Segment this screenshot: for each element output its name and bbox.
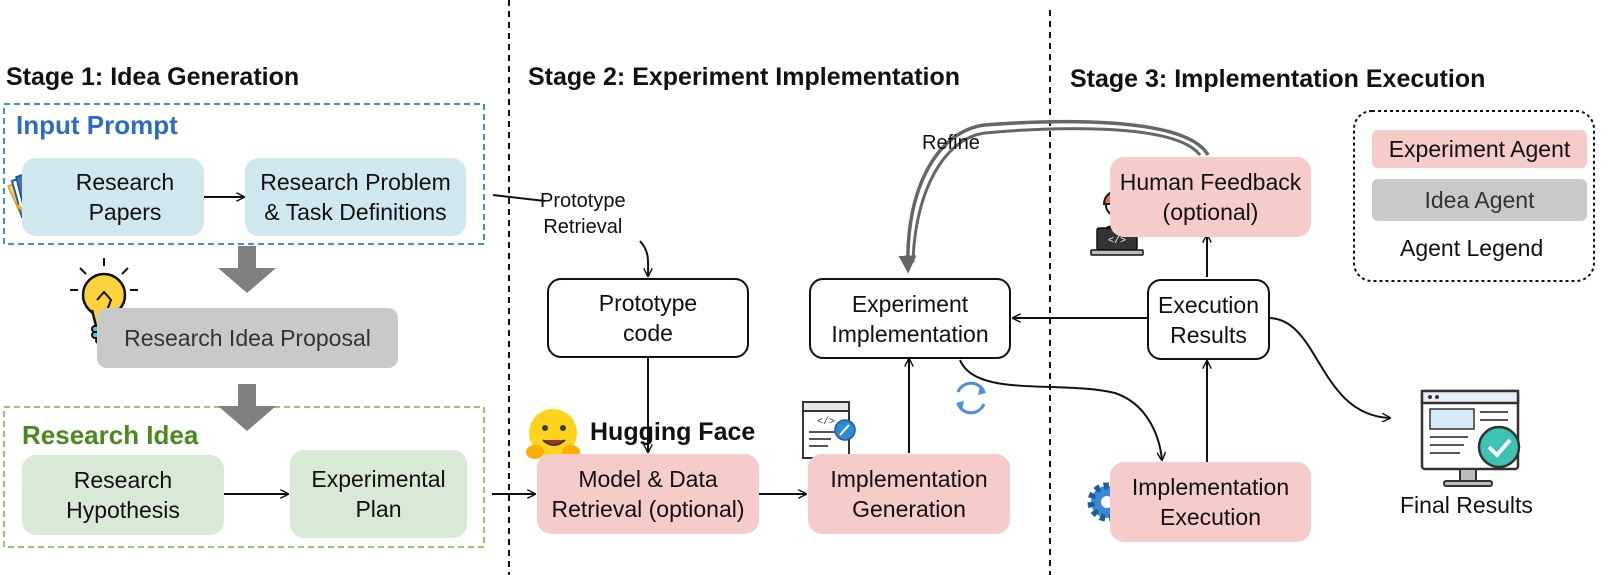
svg-text:</>: </>: [1108, 235, 1126, 247]
gray-down-arrow-2: [218, 384, 276, 431]
legend-experiment-agent-label: Experiment Agent: [1388, 136, 1571, 162]
stage-1-title: Stage 1: Idea Generation: [6, 63, 300, 91]
research-idea-proposal-node: Research Idea Proposal: [97, 308, 398, 368]
prototype-retrieval-label: Prototype Retrieval: [540, 188, 626, 240]
research-idea-title: Research Idea: [22, 420, 199, 450]
legend-experiment-agent: Experiment Agent: [1372, 130, 1587, 168]
prototype-code-line-2: code: [623, 320, 673, 346]
hypothesis-line-1: Research: [73, 467, 173, 493]
arrow-retrieval-to-prototype: [639, 240, 648, 276]
research-papers-line-1: Research: [75, 169, 175, 195]
research-problem-line-1: Research Problem: [260, 169, 451, 195]
impl-execution-line-1: Implementation: [1131, 474, 1290, 500]
research-papers-node: Research Papers: [22, 158, 204, 236]
refine-label: Refine: [922, 132, 980, 154]
execution-results-line-1: Execution: [1157, 291, 1259, 318]
legend-idea-agent: Idea Agent: [1372, 179, 1587, 221]
prototype-retrieval-line-1: Prototype: [540, 190, 626, 212]
hugging-face-logo-text: Hugging Face: [590, 418, 756, 446]
impl-generation-line-1: Implementation: [830, 466, 988, 492]
input-prompt-title: Input Prompt: [16, 110, 178, 140]
research-idea-proposal-label: Research Idea Proposal: [124, 325, 371, 351]
arrow-prototype-retrieval: [492, 194, 546, 202]
model-retrieval-line-2: Retrieval (optional): [551, 496, 745, 522]
gray-down-arrow-1: [218, 246, 276, 293]
refresh-icon: [956, 381, 986, 415]
research-hypothesis-node: Research Hypothesis: [22, 455, 224, 535]
experimental-plan-node: Experimental Plan: [290, 450, 467, 538]
refine-loop-arrow: [898, 119, 1210, 274]
model-retrieval-line-1: Model & Data: [578, 466, 718, 492]
experiment-impl-line-2: Implementation: [831, 320, 989, 347]
legend-title: Agent Legend: [1400, 235, 1544, 261]
svg-text:</>: </>: [817, 416, 835, 428]
implementation-generation-node: Implementation Generation: [808, 454, 1010, 534]
prototype-code-line-1: Prototype: [598, 290, 698, 316]
implementation-execution-node: Implementation Execution: [1110, 462, 1311, 542]
human-feedback-line-1: Human Feedback: [1119, 169, 1302, 195]
execution-results-line-2: Results: [1170, 321, 1247, 348]
human-feedback-node: Human Feedback (optional): [1110, 157, 1311, 237]
plan-line-1: Experimental: [311, 466, 446, 492]
monitor-report-icon: [1420, 389, 1521, 487]
stage-2-title: Stage 2: Experiment Implementation: [528, 63, 961, 91]
legend-idea-agent-label: Idea Agent: [1424, 187, 1535, 213]
code-document-icon: </>: [802, 401, 856, 459]
legend-frame: [1353, 110, 1595, 282]
execution-results-node: Execution Results: [1147, 279, 1270, 360]
plan-line-2: Plan: [355, 496, 402, 522]
arrow-experiment-to-execution: [959, 359, 1162, 460]
impl-generation-line-2: Generation: [852, 496, 966, 522]
final-results-label: Final Results: [1400, 492, 1533, 518]
prototype-code-node: Prototype code: [547, 278, 749, 358]
model-data-retrieval-node: Model & Data Retrieval (optional): [537, 454, 759, 534]
hugging-face-icon: [526, 409, 580, 459]
stage-3-title: Stage 3: Implementation Execution: [1070, 65, 1486, 93]
experiment-impl-line-1: Experiment: [851, 290, 969, 317]
hypothesis-line-2: Hypothesis: [66, 497, 180, 523]
input-prompt-frame: [3, 103, 485, 245]
experiment-implementation-node: Experiment Implementation: [809, 278, 1011, 359]
research-problem-node: Research Problem & Task Definitions: [245, 158, 466, 236]
prototype-retrieval-line-2: Retrieval: [543, 216, 623, 238]
human-feedback-line-2: (optional): [1162, 199, 1259, 225]
arrow-results-to-final: [1267, 317, 1390, 418]
impl-execution-line-2: Execution: [1159, 504, 1261, 530]
research-problem-line-2: & Task Definitions: [264, 199, 447, 225]
research-papers-line-2: Papers: [88, 199, 162, 225]
